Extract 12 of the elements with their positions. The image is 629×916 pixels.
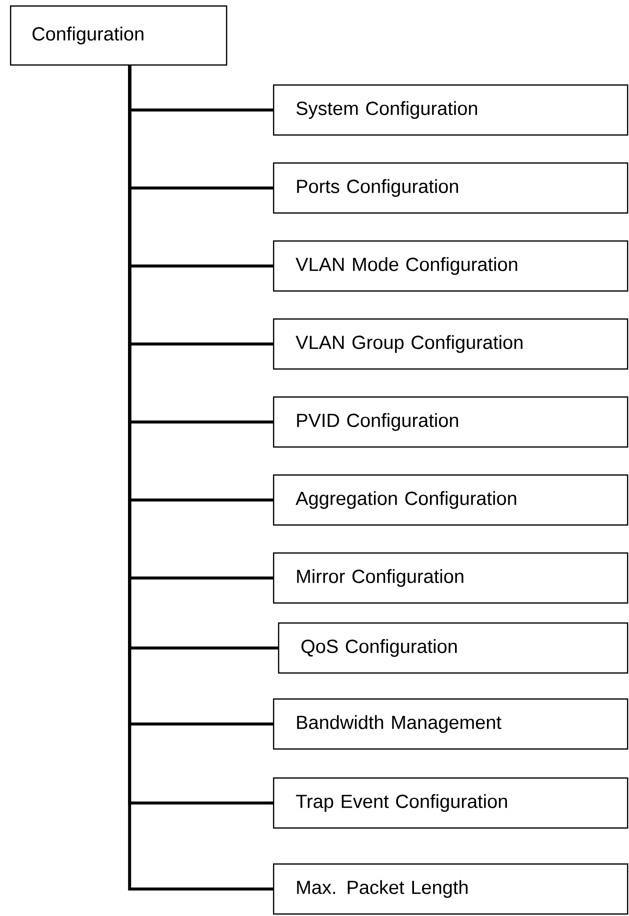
menu-box: Max. Packet Length [273, 863, 628, 915]
menu-box: VLAN Group Configuration [273, 318, 628, 370]
menu-box: System Configuration [273, 84, 628, 136]
menu-box: QoS Configuration [278, 622, 628, 674]
menu-box: Mirror Configuration [273, 552, 628, 604]
root-box: Configuration [10, 5, 228, 66]
menu-box: Aggregation Configuration [273, 474, 628, 526]
menu-box: PVID Configuration [273, 396, 628, 448]
menu-box: Trap Event Configuration [273, 777, 628, 829]
menu-box: Ports Configuration [273, 162, 628, 214]
menu-box: Bandwidth Management [273, 698, 628, 750]
menu-box: VLAN Mode Configuration [273, 240, 628, 292]
